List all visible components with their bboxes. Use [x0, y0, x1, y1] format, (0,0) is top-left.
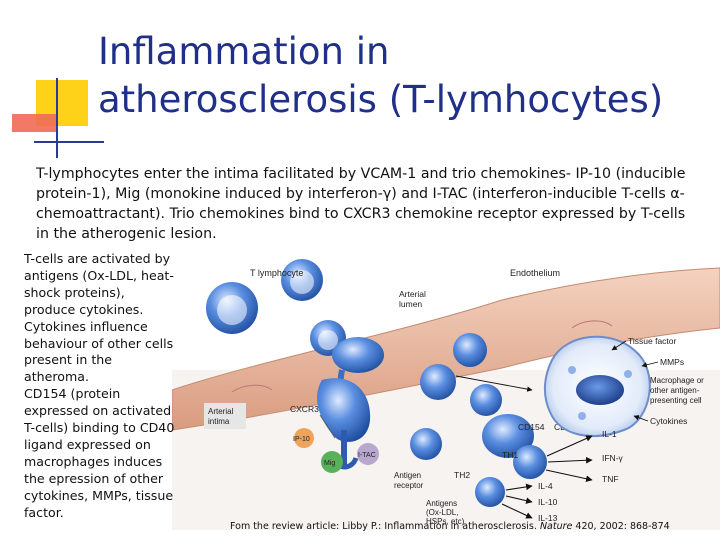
side-line: CD154 (protein [24, 386, 121, 402]
citation-journal: Nature [539, 521, 573, 532]
endothelium-label: Endothelium [510, 268, 560, 278]
antigens-label: Antigens (Ox-LDL, HSPs, etc) [426, 499, 465, 526]
th2-arrow [505, 495, 533, 504]
t-lymphocyte-nucleus [318, 330, 338, 350]
intro-line: T-lymphocytes enter the intima facilitat… [36, 166, 686, 182]
side-line: macrophages induces [24, 453, 163, 469]
title-line: atherosclerosis (T-lymhocytes) [98, 78, 664, 121]
side-line: produce cytokines. [24, 301, 144, 317]
mig-label: Mig [324, 460, 335, 467]
arterial-intima-box [204, 403, 246, 429]
tnf-label: TNF [602, 474, 619, 484]
th1-cell [513, 445, 547, 479]
macrophage-nucleus [576, 375, 624, 405]
slide-title: Inflammation in atherosclerosis (T-lymho… [98, 28, 708, 124]
th1-arrow [547, 456, 593, 464]
intro-line: in the atherogenic lesion. [36, 226, 217, 242]
th1-arrow [546, 435, 593, 457]
side-line: T-cells) binding to CD40 [24, 420, 175, 436]
antigen-receptor-cell [410, 428, 442, 460]
side-line: factor. [24, 504, 64, 520]
intro-line: protein-1), Mig (monokine induced by int… [36, 186, 685, 202]
cxcr3-label: CXCR3 [290, 404, 319, 414]
tissue-factor-label: Tissue factor [628, 336, 677, 346]
intro-line: chemoattractant). Trio chemokines bind t… [36, 206, 686, 222]
t-lymphocyte-nucleus [290, 270, 314, 294]
tissue-factor-pointer [611, 340, 627, 351]
atherosclerosis-diagram: T lymphocyte Endothelium Arterial lumen … [172, 259, 720, 530]
side-line: T-cells are activated by [24, 251, 171, 266]
activated-t-cell [470, 384, 502, 416]
endothelium-cell-line [571, 320, 613, 329]
th2-arrow [501, 503, 533, 519]
title-line: Inflammation in [98, 30, 390, 73]
t-lymphocyte-nucleus [217, 295, 247, 325]
citation-prefix: Fom the review article: Libby P.: Inflam… [230, 521, 540, 532]
intro-paragraph: T-lymphocytes enter the intima facilitat… [36, 164, 708, 244]
macrophage-label: Macrophage or other antigen- presenting … [650, 376, 706, 405]
side-line: atheroma. [24, 369, 89, 385]
arterial-lumen-label: Arterial lumen [399, 289, 428, 309]
activated-t-cell [420, 364, 456, 400]
citation-suffix: 420, 2002: 868-874 [572, 521, 670, 532]
side-line: behaviour of other cells [24, 335, 174, 351]
cd154-label: CD154 [518, 422, 545, 432]
side-line: antigens (Ox-LDL, heat- [24, 267, 174, 283]
citation: Fom the review article: Libby P.: Inflam… [230, 521, 670, 532]
mig-chemokine [321, 451, 343, 473]
ip10-chemokine [294, 428, 314, 448]
th2-arrow [505, 483, 533, 491]
th2-cell [475, 477, 505, 507]
side-line: the epression of other [24, 470, 164, 486]
cytokines-label: Cytokines [650, 416, 687, 426]
th2-label: TH2 [454, 470, 470, 480]
endothelium-cell-line [231, 384, 273, 393]
il1-label: IL-1 [602, 429, 617, 439]
il13-label: IL-13 [538, 513, 558, 523]
macrophage-vesicle [624, 370, 632, 378]
cd154-t-cell [482, 414, 534, 458]
t-cell-arrow [455, 375, 533, 392]
side-line: shock proteins), [24, 284, 125, 300]
side-line: expressed on activated [24, 403, 172, 419]
cytokines-pointer [633, 415, 649, 422]
side-line: ligand expressed on [24, 436, 151, 452]
arterial-intima-label: Arterial intima [208, 407, 236, 426]
activated-t-cell [453, 333, 487, 367]
antigen-receptor-label: Antigen receptor [394, 471, 424, 490]
side-line: cytokines, MMPs, tissue [24, 487, 174, 503]
deco-vertical-line [56, 78, 58, 158]
il10-label: IL-10 [538, 497, 558, 507]
il4-label: IL-4 [538, 481, 553, 491]
side-line: present in the [24, 352, 113, 368]
side-paragraph: T-cells are activated by antigens (Ox-LD… [24, 251, 184, 522]
mmps-label: MMPs [660, 357, 684, 367]
th1-label: TH1 [502, 450, 518, 460]
cxcr3-t-cell [317, 378, 371, 442]
th1-arrow [545, 469, 593, 482]
side-line: Cytokines influence [24, 318, 148, 334]
macrophage-vesicle [578, 412, 586, 420]
itac-chemokine [357, 443, 379, 465]
deco-red-block [12, 114, 58, 132]
ifn-label: IFN-γ [602, 453, 624, 463]
ip10-label: IP-10 [293, 436, 310, 443]
t-lymphocyte-label: T lymphocyte [250, 268, 303, 278]
itac-label: I-TAC [358, 452, 376, 459]
transmigrating-t-cell [332, 337, 384, 373]
cxcr3-pointer [319, 414, 336, 439]
mmps-pointer [641, 361, 659, 368]
macrophage-vesicle [568, 366, 576, 374]
deco-horizontal-line [34, 141, 104, 143]
